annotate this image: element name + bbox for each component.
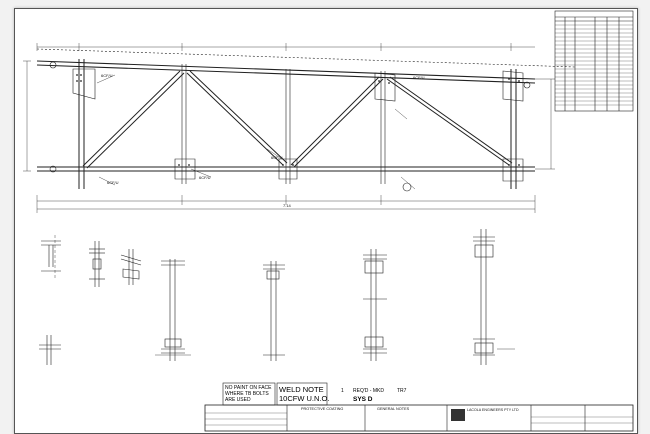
chord-label: 6CF/U bbox=[107, 180, 119, 185]
weld-note-title: WELD NOTE bbox=[279, 385, 324, 394]
material-schedule-table bbox=[554, 10, 634, 112]
section-detail-8 bbox=[39, 335, 61, 365]
section-detail-5 bbox=[263, 261, 285, 361]
title-block bbox=[204, 404, 634, 432]
chord-label: 6CF/U bbox=[271, 155, 283, 160]
section-detail-7 bbox=[473, 229, 515, 365]
chord-label: 6CF/U bbox=[199, 175, 211, 180]
system-label: SYS D bbox=[353, 396, 373, 403]
chord-label: 6CF/U bbox=[413, 75, 425, 80]
section-detail-4 bbox=[155, 259, 191, 361]
mark-quantity: 1 bbox=[341, 388, 344, 394]
chord-label: 6CF/U bbox=[101, 73, 113, 78]
coating-heading: PROTECTIVE COATING bbox=[301, 407, 343, 411]
section-detail-6 bbox=[363, 249, 387, 361]
section-detail-2 bbox=[89, 241, 105, 287]
drawing-sheet: 6CF/U 6CF/U 6CF/U 6CF/U 6CF/U 7.14 NO PA… bbox=[14, 8, 638, 434]
section-detail-3 bbox=[120, 249, 142, 285]
company-name: LACOLA ENGINEERS PTY LTD bbox=[467, 408, 519, 412]
section-detail-1 bbox=[41, 235, 61, 279]
shop-drawing: 6CF/U 6CF/U 6CF/U 6CF/U 6CF/U 7.14 NO PA… bbox=[23, 10, 634, 432]
company-logo bbox=[451, 409, 465, 421]
span-dimension: 7.14 bbox=[283, 203, 292, 208]
paint-note-line: WHERE TB BOLTS bbox=[225, 391, 269, 397]
paint-note-line: NO PAINT ON FACE bbox=[225, 385, 272, 391]
mark-required-label: REQ'D - MKD bbox=[353, 388, 384, 394]
bolt-holes bbox=[76, 74, 520, 166]
weld-note-text: 10CFW U.N.O. bbox=[279, 394, 329, 403]
paint-note-line: ARE USED bbox=[225, 397, 251, 403]
mark-number: TR7 bbox=[397, 388, 407, 394]
truss-elevation bbox=[23, 43, 576, 213]
general-notes-heading: GENERAL NOTES bbox=[377, 407, 410, 411]
